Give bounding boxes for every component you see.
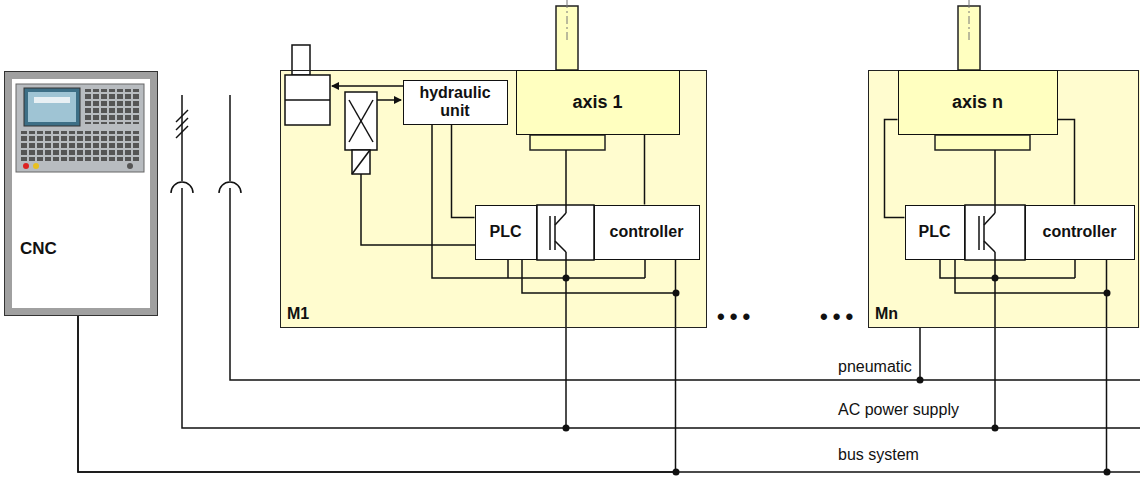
node-label: PLC <box>490 223 522 241</box>
node-label: PLC <box>919 223 951 241</box>
supply-line <box>171 95 1140 428</box>
igbt-symbol <box>537 205 1025 260</box>
machine-module: Mn axis n PLC controller <box>868 70 1139 328</box>
node-label: axis n <box>952 92 1003 113</box>
controller-box: controller <box>1025 205 1135 260</box>
wire-connector <box>644 135 646 205</box>
wire-connector <box>1058 120 1075 205</box>
plc-box: PLC <box>475 205 537 260</box>
node-label: M1 <box>287 305 309 323</box>
junction-dot <box>563 275 1111 476</box>
node-label: controller <box>1043 223 1117 241</box>
plc-box: PLC <box>905 205 965 260</box>
ellipsis-dots: ••• <box>715 304 757 330</box>
hydraulic-box: hydraulic unit <box>403 80 508 125</box>
wire <box>361 125 1140 472</box>
line-label: AC power supply <box>836 401 961 419</box>
hydraulic-line <box>332 86 403 100</box>
node-label: hydraulic unit <box>408 84 503 121</box>
node-label: controller <box>610 223 684 241</box>
wire-connector <box>78 260 1107 473</box>
machine-module: M1 hydraulic unit axis 1 PLC controller <box>280 70 707 328</box>
ellipsis-dots: ••• <box>818 304 860 330</box>
line-label: pneumatic <box>836 358 914 376</box>
wire-connector <box>78 260 676 473</box>
node-label: CNC <box>20 239 57 259</box>
module-ground <box>280 70 1140 328</box>
node-label: axis 1 <box>572 92 622 113</box>
axis-box: axis 1 <box>516 70 680 135</box>
motor-flange <box>530 135 1030 150</box>
wire-connector <box>452 125 475 218</box>
controller-box: controller <box>594 205 700 260</box>
node-label: Mn <box>875 305 898 323</box>
motor-shaft <box>556 0 980 70</box>
line-label: bus system <box>836 446 921 464</box>
cnc-panel-illustration <box>12 79 150 179</box>
cnc-unit: CNC <box>5 72 157 315</box>
hydraulic-cylinder <box>285 45 330 125</box>
axis-box: axis n <box>898 70 1058 135</box>
solenoid-valve <box>345 92 377 174</box>
